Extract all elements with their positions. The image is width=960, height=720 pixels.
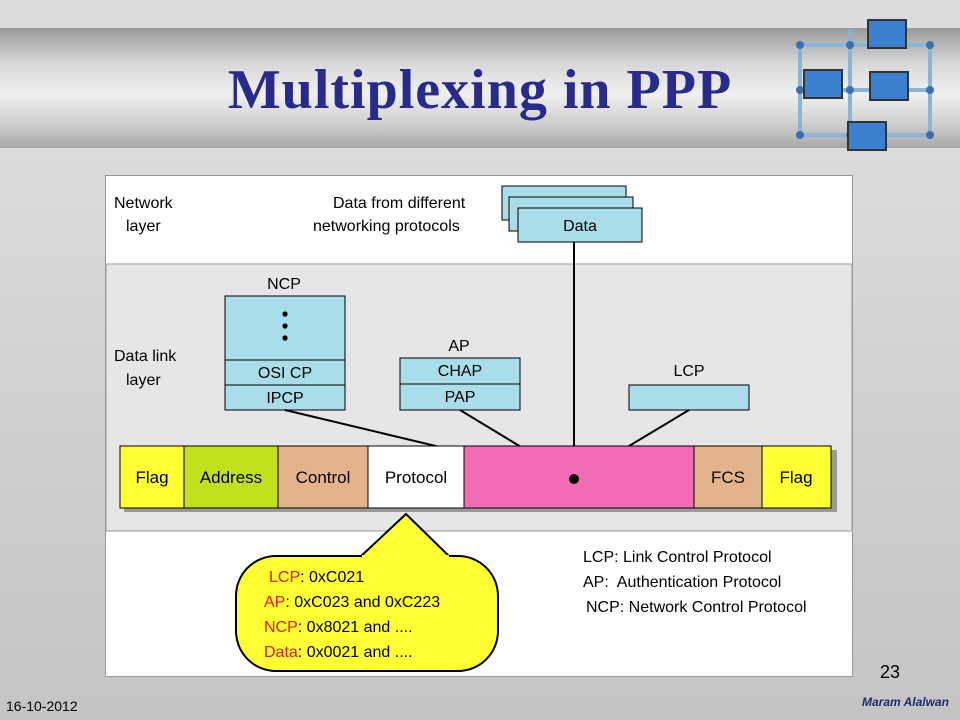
author-name: Maram Alalwan [862,695,949,709]
ncp-osicp-box [224,359,346,386]
frame-control-label: Control [296,468,351,487]
footer-date: 16-10-2012 [6,698,78,714]
bubble-line-ap: AP: 0xC023 and 0xC223 [264,594,440,611]
ncp-title: NCP [267,276,301,293]
ap-pap-box [399,383,521,411]
datalink-layer-label-2: layer [126,372,161,389]
network-logo-icon [796,19,934,151]
ap-pap-label: PAP [445,389,476,406]
legend-ap: AP: Authentication Protocol [583,574,781,591]
top-band [0,0,960,28]
page-number: 23 [880,662,901,682]
frame-flag-start-label: Flag [135,468,168,487]
frame-fcs-label: FCS [711,468,745,487]
ncp-ipcp-label: IPCP [266,390,303,407]
junction-dot [569,474,579,484]
frame-protocol [367,445,465,509]
diagram-panel: Network layer Data from different networ… [105,175,853,677]
legend-ncp: NCP: Network Control Protocol [586,599,807,616]
network-layer-label-1: Network [114,195,174,212]
bubble-line-ncp: NCP: 0x8021 and .... [264,619,413,636]
legend-lcp: LCP: Link Control Protocol [583,549,772,566]
bubble-line-lcp: LCP: 0xC021 [269,569,364,586]
data-box-front [517,207,643,243]
slide-title: Multiplexing in PPP [227,59,733,121]
lcp-title: LCP [673,363,704,380]
ap-chap-label: CHAP [438,363,482,380]
frame-control [277,445,369,509]
frame-flag-end [761,445,832,509]
data-caption-2: networking protocols [313,218,460,235]
frame-flag-end-label: Flag [779,468,812,487]
ppp-diagram: Network layer Data from different networ… [105,185,853,672]
frame-payload [463,445,695,509]
ap-chap-box [399,357,521,385]
frame-address [183,445,279,509]
frame-protocol-label: Protocol [385,468,447,487]
lcp-box [628,384,750,411]
data-caption-1: Data from different [333,195,466,212]
ncp-dot-2 [282,323,288,329]
data-box-label: Data [563,218,597,235]
ncp-osicp-label: OSI CP [258,365,312,382]
ncp-dot-3 [282,335,288,341]
ap-title: AP [448,338,469,355]
ncp-dot-1 [282,311,288,317]
frame-flag-start [119,445,185,509]
frame-address-label: Address [200,468,262,487]
bubble-line-data: Data: 0x0021 and .... [264,644,413,661]
datalink-layer-label-1: Data link [114,348,177,365]
network-layer-label-2: layer [126,218,161,235]
